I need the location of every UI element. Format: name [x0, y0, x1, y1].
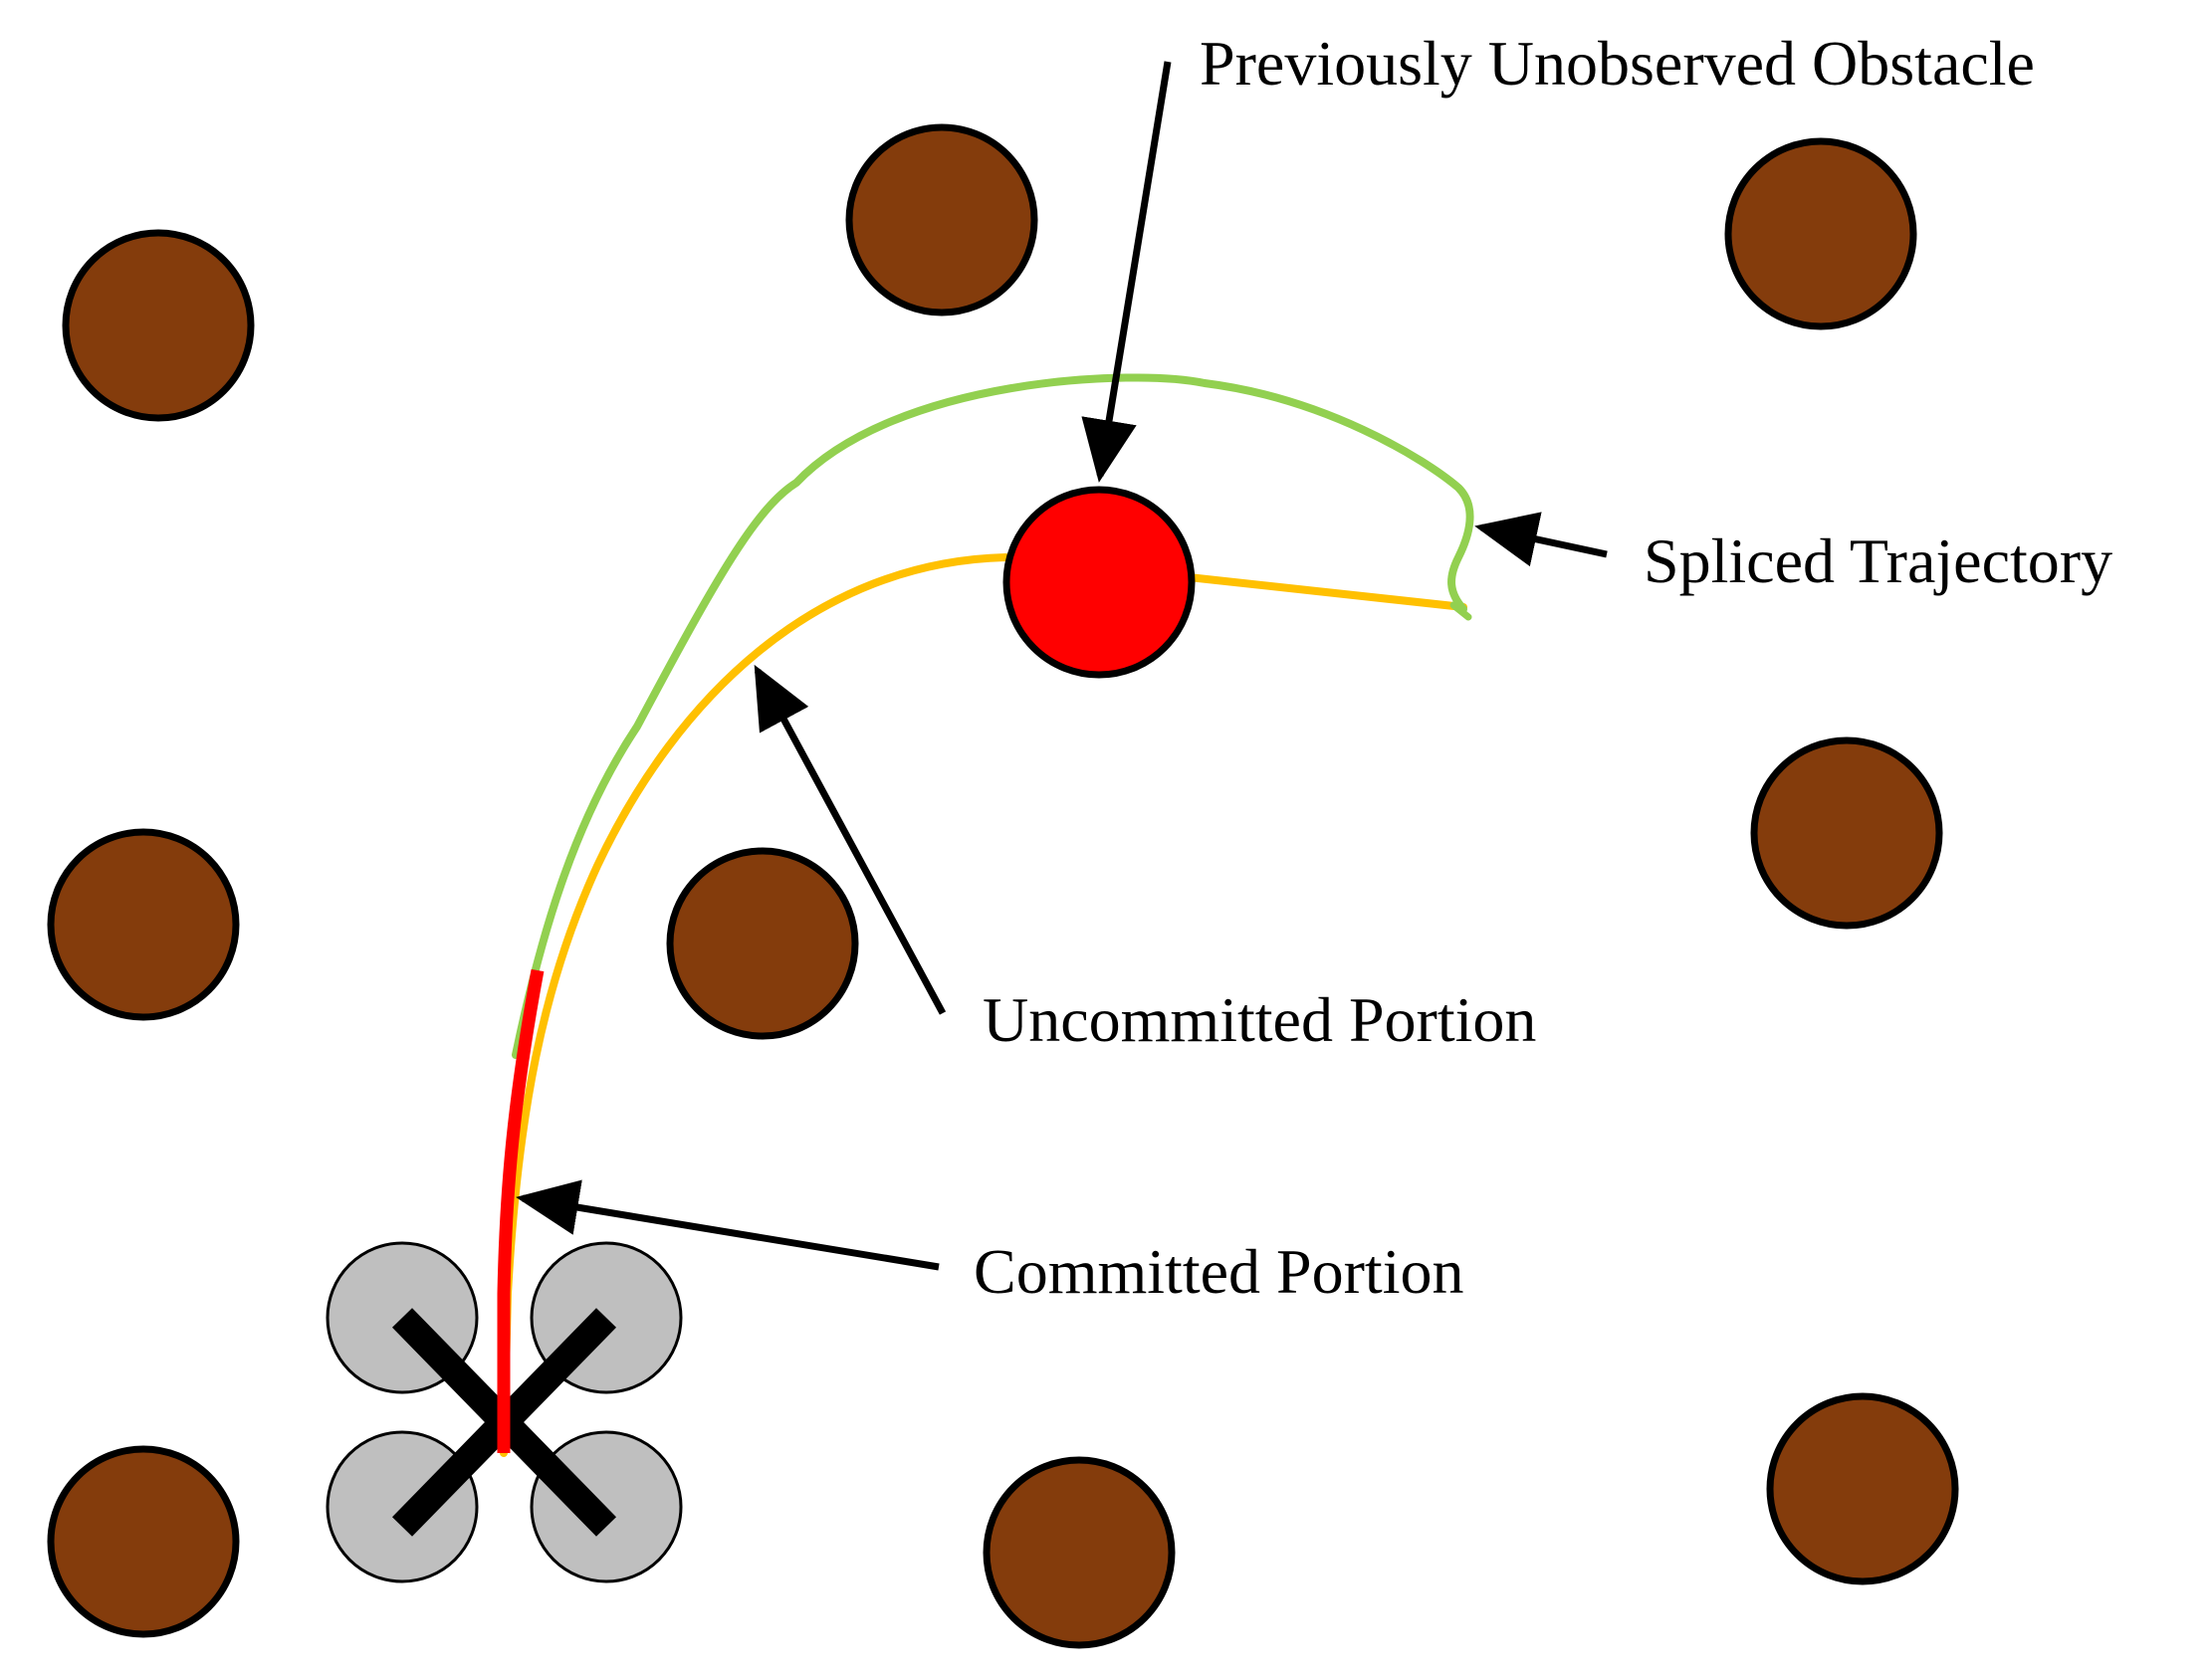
obstacle	[983, 1456, 1176, 1649]
obstacle-label: Previously Unobserved Obstacle	[1200, 28, 2035, 99]
uncommitted-arrow	[754, 664, 947, 1015]
obstacle-arrow	[1081, 61, 1172, 483]
known-obstacles	[47, 123, 1959, 1649]
unobserved-obstacle	[1002, 486, 1196, 679]
obstacle	[47, 828, 240, 1021]
obstacle	[1750, 736, 1943, 930]
committed-portion-label: Committed Portion	[974, 1236, 1463, 1307]
committed-arrow	[516, 1179, 940, 1271]
obstacle	[845, 123, 1038, 316]
spliced-trajectory-label: Spliced Trajectory	[1644, 525, 2112, 596]
obstacle	[1766, 1392, 1959, 1585]
uncommitted-portion-label: Uncommitted Portion	[983, 984, 1536, 1055]
obstacle	[62, 229, 255, 422]
spliced-trajectory	[512, 373, 1474, 1059]
quadrotor-icon	[326, 1241, 683, 1583]
obstacle	[47, 1445, 240, 1638]
original-trajectory	[500, 552, 1467, 1457]
spliced-arrow	[1474, 512, 1608, 567]
obstacle	[666, 847, 859, 1040]
obstacle	[1724, 137, 1917, 330]
committed-portion	[497, 968, 545, 1433]
